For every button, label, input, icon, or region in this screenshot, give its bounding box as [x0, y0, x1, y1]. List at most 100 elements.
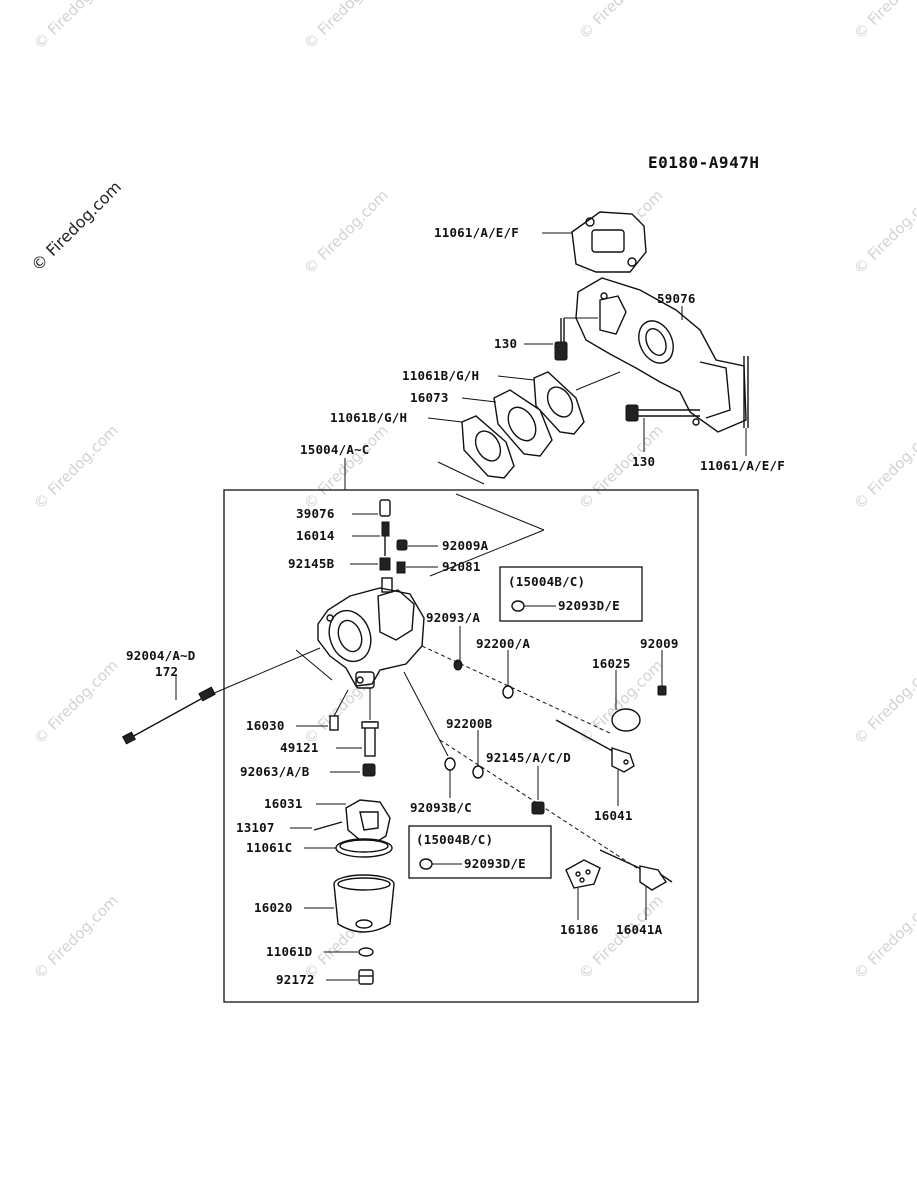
- inset-2-part: 92093D/E: [464, 856, 526, 871]
- callout-11061-aef-side: 11061/A/E/F: [700, 458, 785, 473]
- watermark: © Firedog.com: [300, 186, 392, 278]
- callout-39076: 39076: [296, 506, 335, 521]
- cap-39076[interactable]: [379, 499, 391, 517]
- pin-16030[interactable]: [329, 715, 339, 731]
- callout-92093a: 92093/A: [426, 610, 480, 625]
- screw-92009a[interactable]: [396, 539, 408, 551]
- callout-16073: 16073: [410, 390, 449, 405]
- guide-line: [403, 671, 449, 757]
- inset-1-title: (15004B/C): [508, 574, 585, 589]
- inset-2-title: (15004B/C): [416, 832, 493, 847]
- needle-16014[interactable]: [381, 521, 390, 556]
- callout-16020: 16020: [254, 900, 293, 915]
- callout-15004: 15004/A~C: [300, 442, 370, 457]
- screw-92009[interactable]: [657, 685, 667, 696]
- callout-13107: 13107: [236, 820, 275, 835]
- float-pin-13107[interactable]: [313, 821, 343, 831]
- callout-11061bgh-1: 11061B/G/H: [402, 368, 479, 383]
- throttle-plate-16025[interactable]: [611, 708, 641, 732]
- gasket-b-2[interactable]: [461, 415, 515, 479]
- guide-line: [455, 493, 545, 531]
- callout-16030: 16030: [246, 718, 285, 733]
- bowl-gasket-11061c[interactable]: [335, 838, 393, 858]
- watermark: © Firedog.com: [850, 186, 917, 278]
- drain-bolt-92172[interactable]: [358, 969, 374, 985]
- watermark: © Firedog.com: [300, 421, 392, 513]
- callout-92200a: 92200/A: [476, 636, 530, 651]
- inset-box-2: [408, 825, 552, 879]
- spring-92081[interactable]: [396, 561, 406, 574]
- choke-plate-16186[interactable]: [565, 859, 601, 889]
- float-16031[interactable]: [345, 799, 391, 843]
- callout-92081: 92081: [442, 559, 481, 574]
- washer-92200b[interactable]: [472, 765, 484, 779]
- callout-16014: 16014: [296, 528, 335, 543]
- callout-92145acd: 92145/A/C/D: [486, 750, 571, 765]
- callout-92172: 92172: [276, 972, 315, 987]
- callout-172: 172: [155, 664, 178, 679]
- carburetor-assembly-frame: [223, 489, 699, 1003]
- callout-92063: 92063/A/B: [240, 764, 310, 779]
- callout-16041: 16041: [594, 808, 633, 823]
- guide-line: [437, 461, 485, 485]
- watermark: © Firedog.com: [300, 0, 392, 53]
- spring-92145acd[interactable]: [531, 801, 545, 815]
- guide-line: [429, 529, 545, 577]
- callout-92145b: 92145B: [288, 556, 335, 571]
- callout-16031: 16031: [264, 796, 303, 811]
- watermark: © Firedog.com: [30, 891, 122, 983]
- watermark: © Firedog.com: [575, 0, 667, 43]
- oring-92093de-2[interactable]: [419, 858, 433, 870]
- guide-line: [333, 689, 349, 717]
- watermark-main: © Firedog.com: [27, 177, 125, 275]
- watermark: © Firedog.com: [850, 891, 917, 983]
- spring-92145b[interactable]: [379, 557, 391, 571]
- washer-11061d[interactable]: [358, 947, 374, 957]
- washer-92200a[interactable]: [502, 685, 514, 699]
- callout-59076: 59076: [657, 291, 696, 306]
- callout-92093bc: 92093B/C: [410, 800, 472, 815]
- throttle-shaft-16041[interactable]: [555, 719, 635, 773]
- leader-line: [461, 397, 497, 403]
- callout-11061d: 11061D: [266, 944, 312, 959]
- inset-1-part: 92093D/E: [558, 598, 620, 613]
- callout-11061bgh-2: 11061B/G/H: [330, 410, 407, 425]
- diagram-code: E0180-A947H: [648, 153, 759, 172]
- spring-92063[interactable]: [362, 763, 376, 777]
- callout-92009a: 92009A: [442, 538, 489, 553]
- intake-manifold[interactable]: [575, 277, 747, 433]
- callout-130-top: 130: [494, 336, 517, 351]
- watermark: © Firedog.com: [30, 421, 122, 513]
- carburetor-body[interactable]: [317, 577, 425, 689]
- callout-11061c: 11061C: [246, 840, 292, 855]
- bolt-130-long[interactable]: [625, 404, 700, 422]
- callout-16025: 16025: [592, 656, 631, 671]
- watermark: © Firedog.com: [30, 656, 122, 748]
- callout-92009: 92009: [640, 636, 679, 651]
- guide-line: [211, 647, 321, 695]
- callout-16041a: 16041A: [616, 922, 663, 937]
- callout-49121: 49121: [280, 740, 319, 755]
- inset-box-1: [499, 566, 643, 622]
- guide-line: [575, 371, 621, 391]
- bolt-130-top[interactable]: [554, 318, 568, 361]
- guide-line: [295, 649, 333, 681]
- watermark: © Firedog.com: [850, 656, 917, 748]
- watermark: © Firedog.com: [30, 0, 122, 53]
- leader-line: [427, 417, 463, 423]
- insulator-spacer[interactable]: [493, 389, 553, 457]
- gasket-top[interactable]: [571, 211, 647, 273]
- float-bowl-16020[interactable]: [333, 874, 395, 933]
- choke-shaft-16041a[interactable]: [599, 849, 673, 891]
- adjust-screw-92004[interactable]: [122, 686, 216, 745]
- watermark: © Firedog.com: [850, 421, 917, 513]
- callout-92200b: 92200B: [446, 716, 493, 731]
- callout-11061-aef-top: 11061/A/E/F: [434, 225, 519, 240]
- callout-92004: 92004/A~D: [126, 648, 196, 663]
- watermark: © Firedog.com: [850, 0, 917, 43]
- post-49121[interactable]: [361, 721, 379, 757]
- oring-92093bc[interactable]: [444, 757, 456, 771]
- oring-92093de-1[interactable]: [511, 600, 525, 612]
